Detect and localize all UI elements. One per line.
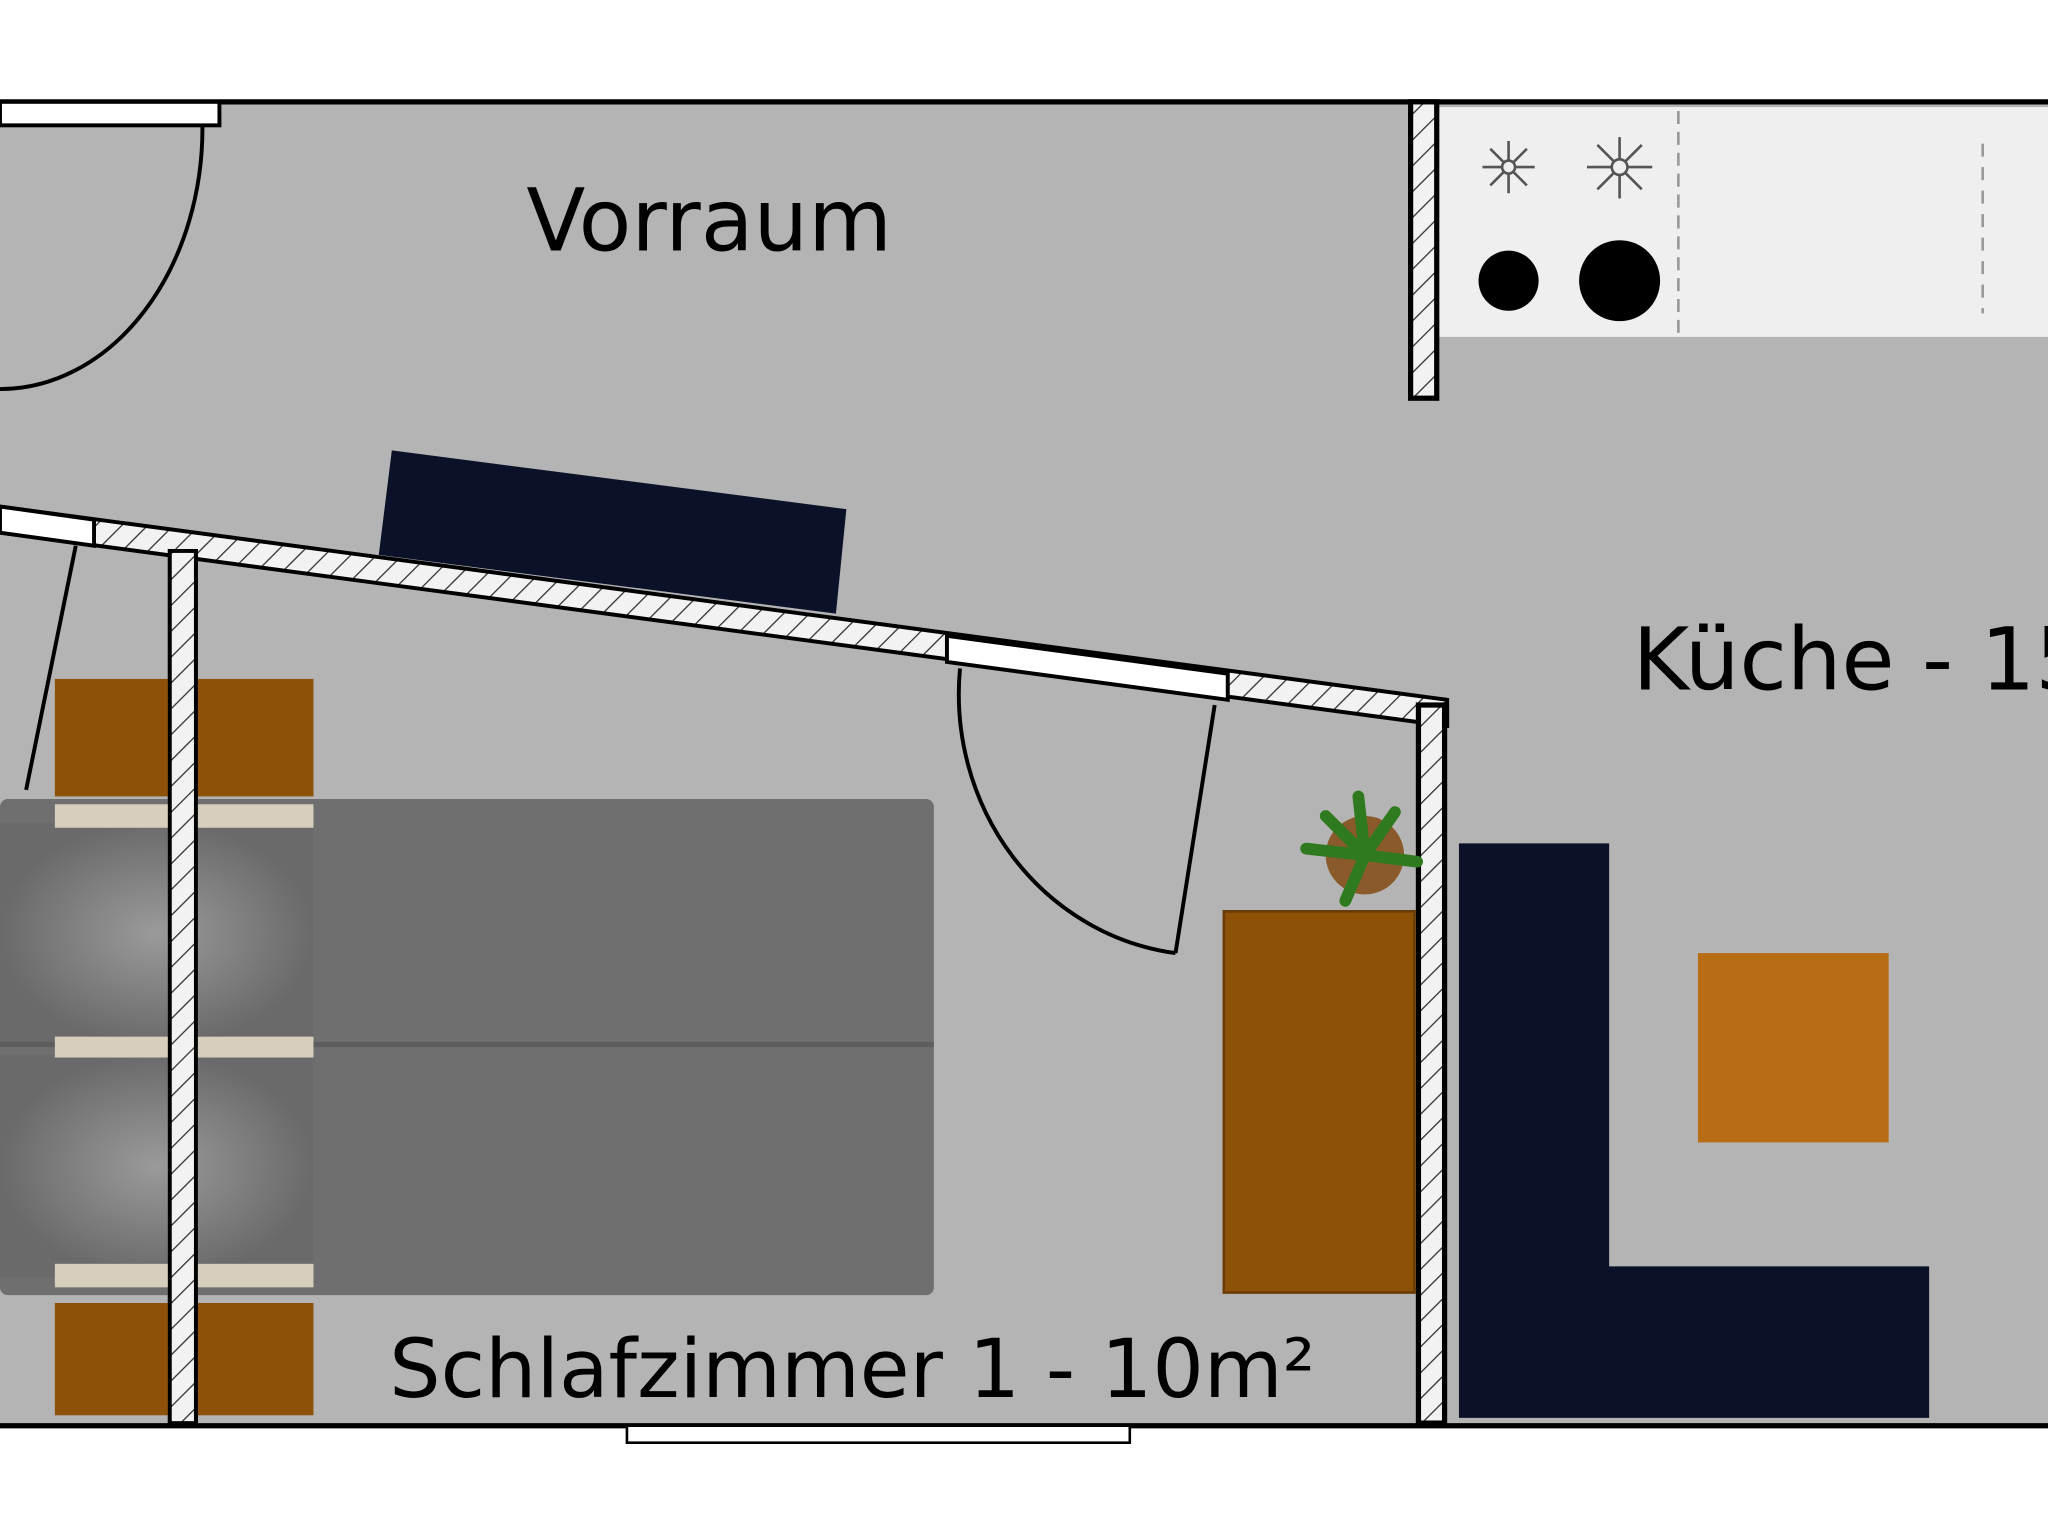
entrance-door-frame [0,99,222,128]
bottom-window [625,1424,1132,1444]
kitchen-wall-stub [1407,99,1440,401]
bedroom-left-wall-overlay [167,549,198,1426]
bedroom-doorway [944,633,1230,703]
kitchen-table [1697,953,1889,1143]
bed [0,799,934,1296]
room-label-bedroom: Schlafzimmer 1 - 10m² [389,1323,1315,1417]
left-door-leaf [24,545,78,791]
window-segment [0,504,96,548]
bedroom-door-swing [956,668,1176,956]
wardrobe [1222,910,1416,1294]
burner-small [1478,250,1539,311]
entrance-door-swing [0,125,205,392]
kitchen-corner-sofa [1458,843,1930,1418]
bedroom-right-wall [1415,702,1448,1426]
kitchen-counter [1436,107,2048,337]
burner-knob-icon [1482,141,1535,194]
burner-knob-icon [1586,137,1653,199]
burner-large [1579,240,1661,322]
desk [378,450,847,614]
bedroom-door-leaf [1173,704,1217,954]
plant-icon [1300,790,1424,907]
stove [1478,137,1661,322]
room-label-hallway: Vorraum [526,172,892,272]
room-label-kitchen: Küche - 15 [1633,610,2048,710]
